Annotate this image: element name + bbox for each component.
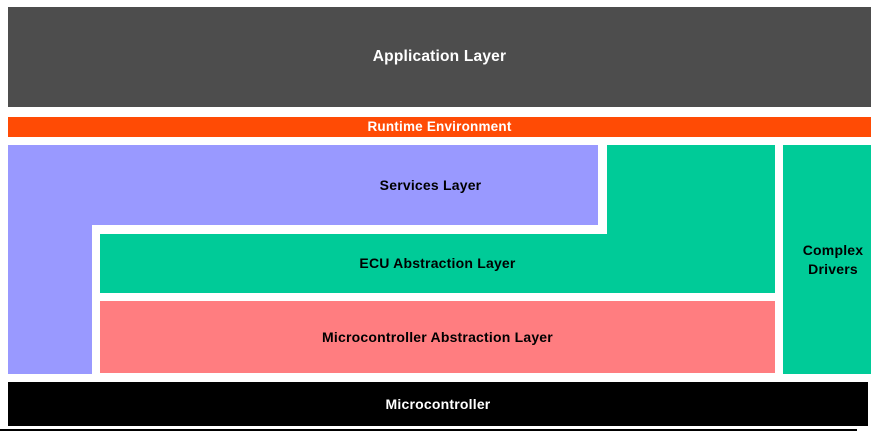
- microcontroller-label: Microcontroller: [385, 395, 491, 412]
- bottom-edge-line: [0, 429, 857, 431]
- complex-drivers-label: Complex Drivers: [802, 241, 864, 277]
- services-layer-bar: [8, 145, 598, 225]
- microcontroller-box: [8, 382, 868, 426]
- microcontroller-abstraction-layer-label: Microcontroller Abstraction Layer: [322, 328, 553, 345]
- ecu-abstraction-layer-bar: [100, 234, 775, 293]
- complex-drivers-box: [783, 145, 871, 374]
- services-layer-label: Services Layer: [379, 176, 482, 193]
- application-layer-label: Application Layer: [372, 47, 507, 65]
- application-layer-box: [8, 7, 871, 107]
- runtime-environment-box: [8, 117, 871, 137]
- microcontroller-abstraction-layer-box: [100, 301, 775, 373]
- ecu-abstraction-layer-label: ECU Abstraction Layer: [359, 255, 516, 272]
- runtime-environment-label: Runtime Environment: [367, 118, 512, 134]
